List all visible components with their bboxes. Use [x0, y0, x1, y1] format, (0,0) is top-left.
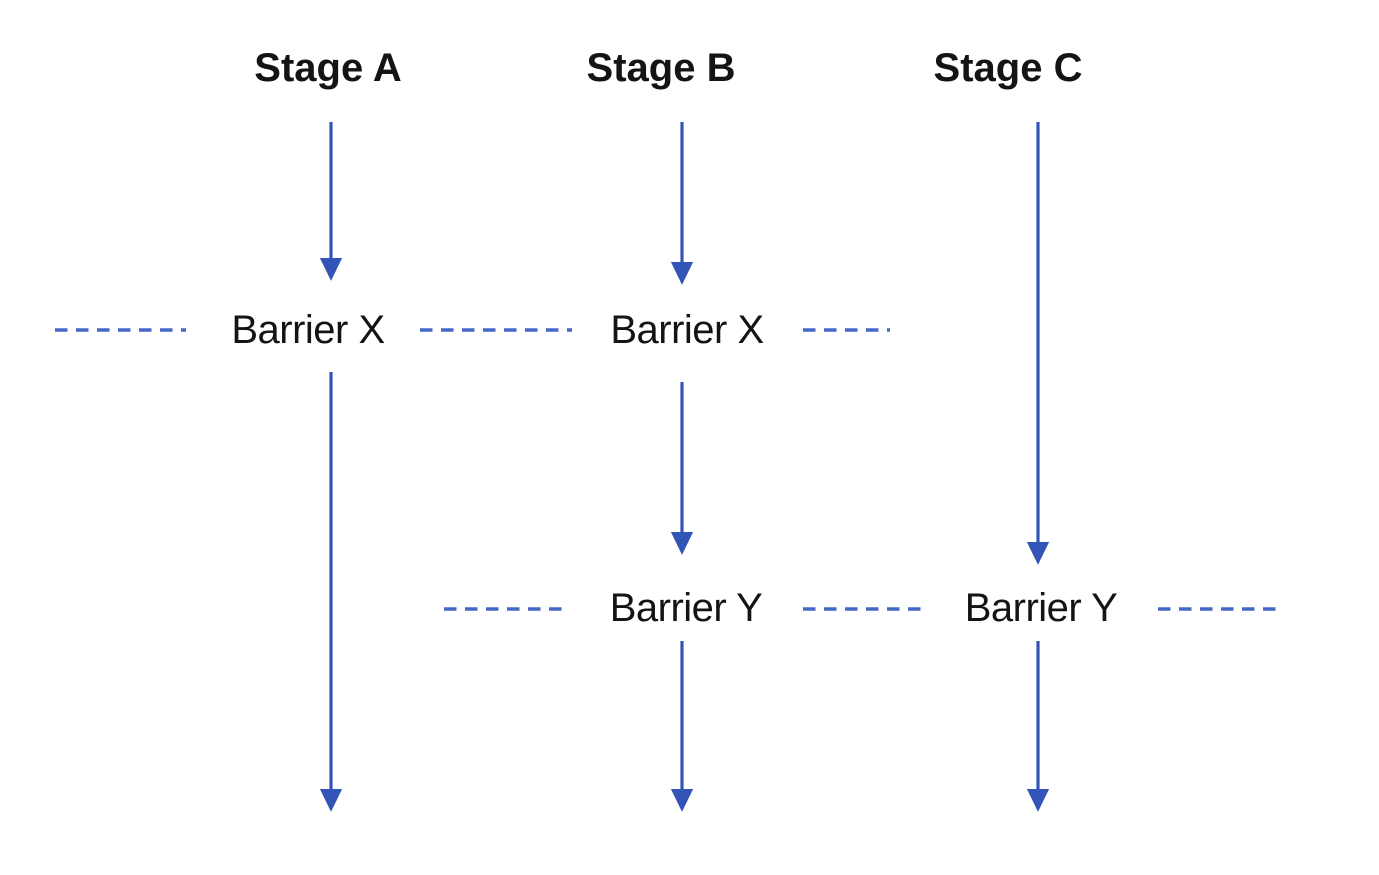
stage-a-label: Stage A	[254, 46, 402, 90]
stage-b-label: Stage B	[586, 46, 736, 90]
barrier-y-label-under-stage-c: Barrier Y	[964, 586, 1118, 630]
barrier-y-label-under-stage-b: Barrier Y	[609, 586, 763, 630]
barrier-x-label-under-stage-a: Barrier X	[231, 308, 385, 352]
stage-c-label: Stage C	[933, 46, 1083, 90]
barrier-x-label-under-stage-b: Barrier X	[610, 308, 764, 352]
